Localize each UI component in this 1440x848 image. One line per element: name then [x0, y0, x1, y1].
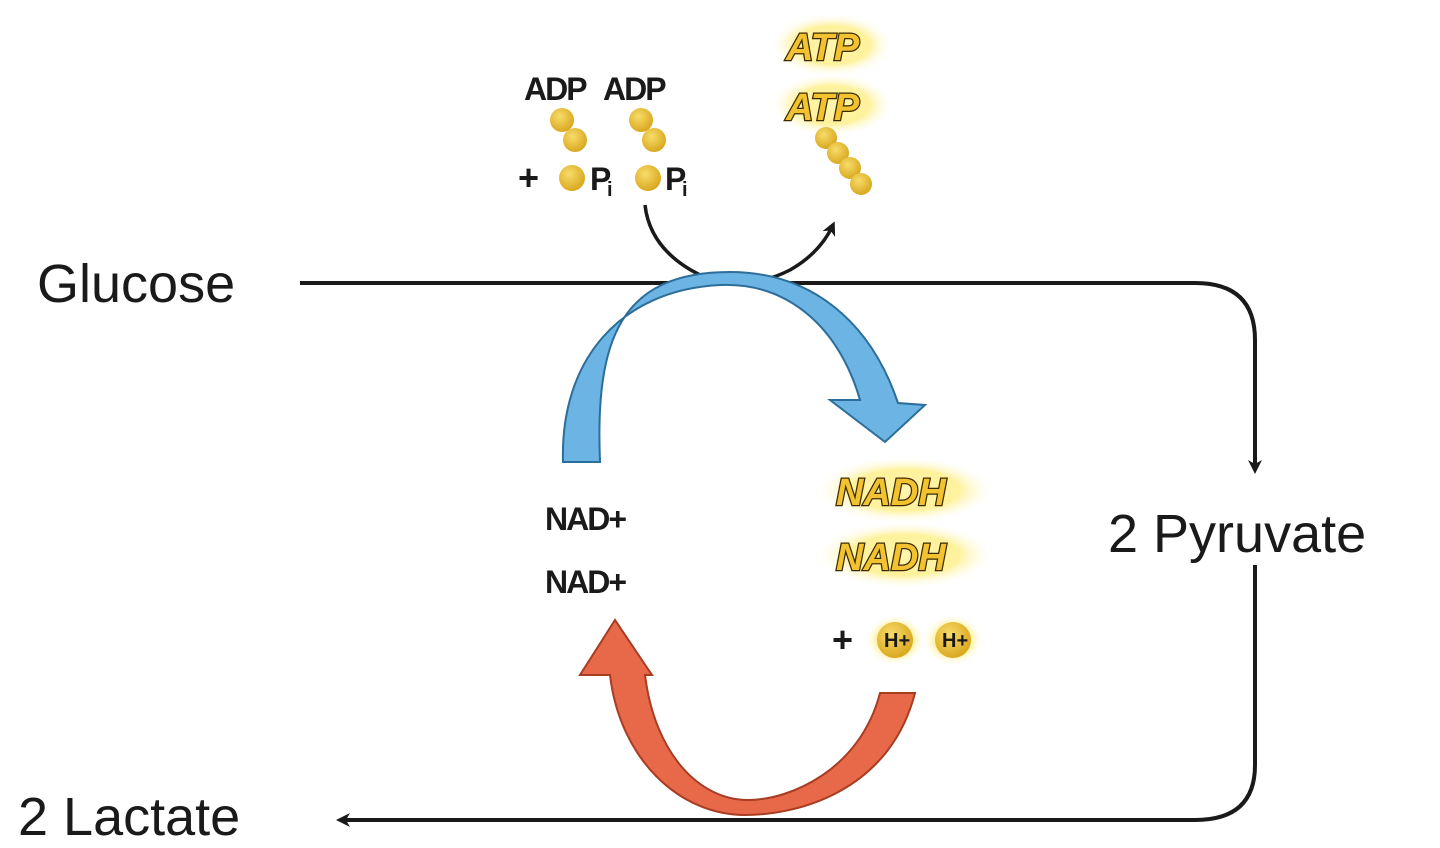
- nadh-label-1: NADH: [836, 472, 947, 514]
- adp-phosphate-balls-1: [550, 108, 587, 152]
- pi-label-1: P: [590, 161, 611, 197]
- glucose-label: Glucose: [37, 254, 235, 314]
- nad-label-1: NAD+: [545, 501, 626, 537]
- pi-label-2: P: [665, 161, 686, 197]
- nad-label-2: NAD+: [545, 564, 626, 600]
- h-label-1: H+: [884, 630, 910, 652]
- nadh-glow-1: [815, 456, 995, 524]
- h-label-2: H+: [942, 630, 968, 652]
- nadh-glow-2: [815, 521, 995, 589]
- pyruvate-to-lactate-line: [336, 565, 1257, 827]
- h-ball-2: [935, 622, 971, 658]
- atp-label-2: ATP: [785, 87, 860, 129]
- pi-ball-1: [559, 165, 585, 191]
- atp-glow-2: [770, 73, 894, 137]
- adp-phosphate-balls-2: [629, 108, 666, 152]
- adp-label-2: ADP: [603, 71, 666, 107]
- pi-sub-1: i: [607, 179, 613, 201]
- plus-sign-pi: +: [518, 157, 539, 198]
- pyruvate-label: 2 Pyruvate: [1108, 504, 1366, 564]
- atp-label-1: ATP: [785, 27, 860, 69]
- nadh-label-2: NADH: [836, 537, 947, 579]
- red-nadh-to-nad-arrow: [578, 618, 917, 817]
- blue-nad-to-nadh-arrow: [561, 270, 928, 463]
- h-ball-1: [877, 622, 913, 658]
- pi-ball-2: [635, 165, 661, 191]
- adp-label-1: ADP: [524, 71, 587, 107]
- atp-glow-1: [770, 13, 894, 77]
- pi-sub-2: i: [682, 179, 688, 201]
- glucose-to-pyruvate-line: [300, 281, 1262, 474]
- atp-phosphate-balls: [815, 127, 872, 195]
- plus-sign-h: +: [832, 619, 853, 660]
- lactate-label: 2 Lactate: [18, 787, 240, 847]
